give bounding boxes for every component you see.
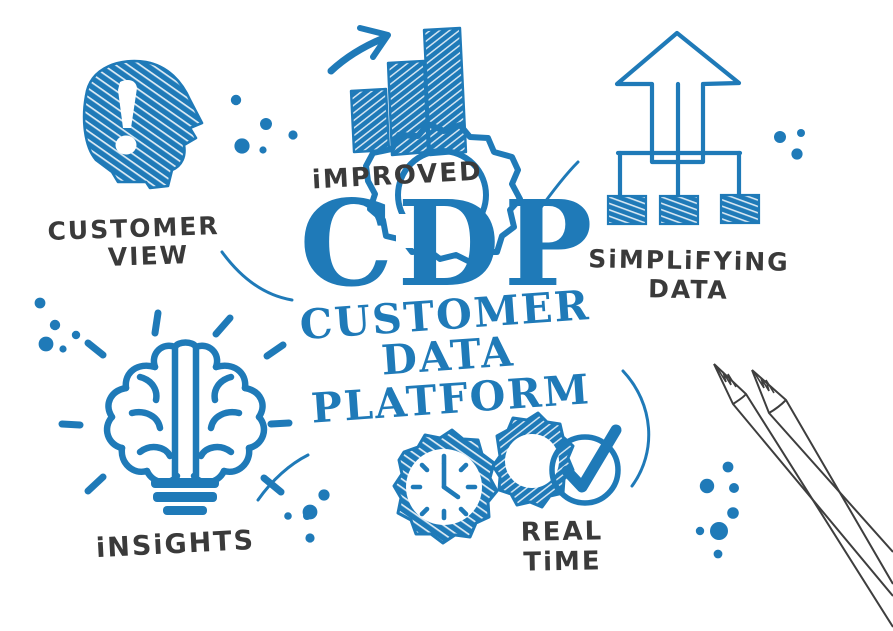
check-circle: [549, 434, 621, 506]
hierarchy-boxes: [606, 193, 761, 226]
bar-chart-gear-icon: [327, 25, 523, 265]
arc-upper-right-of-cdp: [535, 160, 580, 215]
arrow-hierarchy-icon: [614, 30, 743, 213]
label-real-time: REAL TiME: [520, 516, 604, 578]
dots-center-bottom: [284, 489, 330, 543]
connector-arcs: [220, 160, 651, 502]
hierarchy-box-middle: [658, 194, 700, 226]
bulb-rays: [58, 309, 293, 496]
arc-right-of-platform: [621, 369, 651, 488]
pencils-icon: [713, 363, 893, 628]
clock-hands: [441, 461, 461, 500]
arc-lower-left-of-platform: [256, 453, 310, 502]
head-exclamation-icon: [82, 59, 204, 190]
hierarchy-box-left: [606, 194, 648, 226]
dots-mid-left: [34, 297, 81, 353]
growth-arrow-head: [357, 25, 391, 60]
label-real-time-line1: REAL: [520, 516, 604, 548]
dots-right-of-arrow: [774, 129, 805, 160]
dots-bottom-right: [695, 461, 739, 559]
label-customer-view: CUSTOMER VIEW: [47, 211, 221, 273]
bar-small: [349, 87, 391, 154]
bar-tall: [422, 26, 468, 157]
label-simplifying-data-line1: SiMPLiFYiNG: [588, 244, 790, 277]
hierarchy-box-right: [719, 193, 761, 225]
label-simplifying-data-line2: DATA: [647, 274, 730, 305]
label-customer-view-line1: CUSTOMER: [47, 211, 221, 247]
checkmark-icon: [561, 424, 622, 493]
dots-top-left: [230, 94, 298, 154]
growth-arrow-shaft: [327, 34, 388, 75]
gears-clock-check-icon: [392, 411, 622, 545]
label-simplifying-data: SiMPLiFYiNG DATA: [588, 244, 790, 305]
bulb-base: [151, 478, 219, 515]
label-real-time-line2: TiME: [523, 546, 602, 578]
label-customer-view-line2: VIEW: [107, 240, 190, 273]
arc-left-of-cdp: [220, 250, 294, 302]
brain-bulb-icon: [58, 309, 293, 515]
